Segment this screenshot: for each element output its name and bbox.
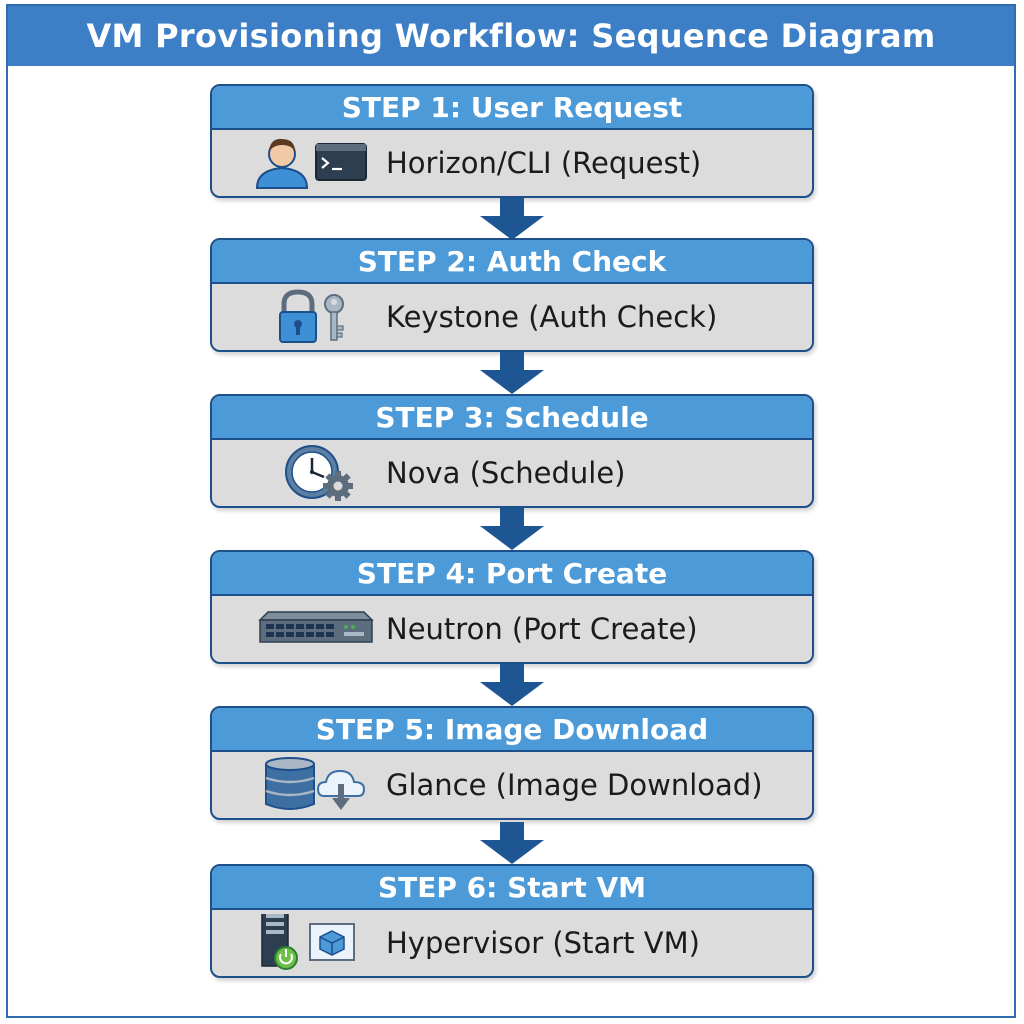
database-cloud-icon [265, 757, 366, 810]
clock-gear-icon [285, 445, 353, 501]
cloud-download-icon [316, 769, 366, 810]
vm-cube-icon [309, 923, 355, 961]
step-2-label: Keystone (Auth Check) [386, 300, 718, 334]
step-3-label: Nova (Schedule) [386, 456, 626, 490]
flow-arrow-3-4 [480, 508, 544, 550]
padlock-key-icon [279, 289, 344, 343]
step-1-header: STEP 1: User Request [212, 86, 812, 130]
step-5-label: Glance (Image Download) [386, 768, 763, 802]
step-3-header: STEP 3: Schedule [212, 396, 812, 440]
terminal-icon [315, 143, 367, 181]
step-4-header: STEP 4: Port Create [212, 552, 812, 596]
step-2-header: STEP 2: Auth Check [212, 240, 812, 284]
step-4-label: Neutron (Port Create) [386, 612, 698, 646]
step-6-header: STEP 6: Start VM [212, 866, 812, 910]
database-icon [265, 757, 315, 810]
gear-icon [323, 471, 353, 501]
key-icon [324, 294, 344, 341]
step-6-box: STEP 6: Start VM Hypervisor (Start VM) [210, 864, 814, 978]
step-5-header: STEP 5: Image Download [212, 708, 812, 752]
step-4-box: STEP 4: Port Create Neutron (Port Create… [210, 550, 814, 664]
padlock-icon [279, 289, 317, 343]
step-3-box: STEP 3: Schedule [210, 394, 814, 508]
network-switch-icon [258, 611, 374, 643]
diagram-title: VM Provisioning Workflow: Sequence Diagr… [8, 6, 1014, 66]
user-icon [255, 138, 309, 189]
flow-arrow-4-5 [480, 664, 544, 706]
user-terminal-icon [255, 138, 367, 189]
server-power-icon [261, 914, 298, 970]
step-1-label: Horizon/CLI (Request) [386, 146, 702, 180]
flow-arrow-2-3 [480, 352, 544, 394]
step-1-box: STEP 1: User Request Horizon/CLI (Reques… [210, 84, 814, 198]
hypervisor-icon [261, 914, 355, 970]
step-5-box: STEP 5: Image Download Glance (Image Dow… [210, 706, 814, 820]
flow-arrow-1-2 [480, 198, 544, 240]
step-6-label: Hypervisor (Start VM) [386, 926, 700, 960]
flow-arrow-5-6 [480, 822, 544, 864]
step-2-box: STEP 2: Auth Check Keystone (Auth Check) [210, 238, 814, 352]
